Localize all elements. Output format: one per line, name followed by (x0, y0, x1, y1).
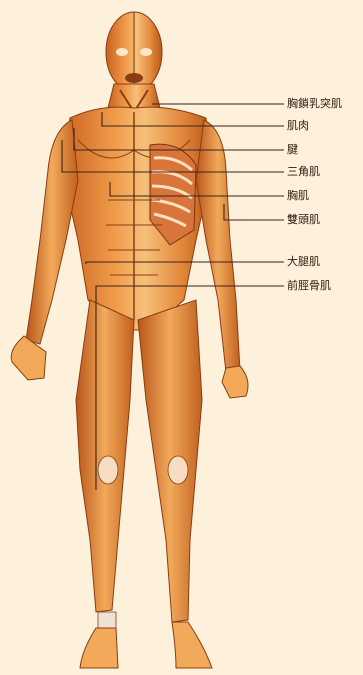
torso (62, 107, 212, 330)
label-deltoid: 三角肌 (287, 165, 320, 178)
head (106, 12, 162, 112)
label-biceps: 雙頭肌 (287, 213, 320, 226)
label-tendon: 腱 (287, 143, 298, 156)
label-quadriceps: 大腿肌 (287, 255, 320, 268)
leader-biceps (224, 204, 284, 220)
label-muscle: 肌肉 (287, 119, 309, 132)
label-pectoral: 胸肌 (287, 189, 309, 202)
label-sternocleidomastoid: 胸鎖乳突肌 (287, 97, 342, 110)
label-tibialis: 前脛骨肌 (287, 279, 331, 292)
